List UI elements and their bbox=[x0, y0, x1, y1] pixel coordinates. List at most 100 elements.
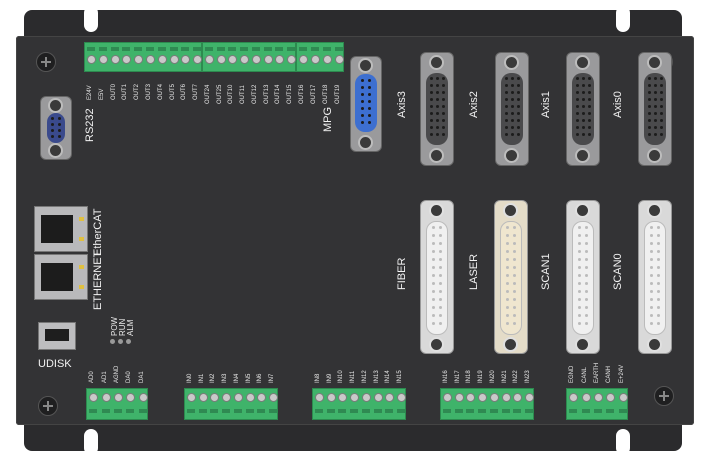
scan0-port[interactable] bbox=[638, 200, 672, 354]
terminal-screw-icon[interactable] bbox=[361, 393, 371, 402]
terminal-screw-icon[interactable] bbox=[181, 55, 191, 64]
terminal-screw-icon[interactable] bbox=[350, 393, 360, 402]
terminal-screw-icon[interactable] bbox=[326, 393, 336, 402]
terminal-screw-icon[interactable] bbox=[101, 393, 111, 402]
terminal-screw-icon[interactable] bbox=[210, 393, 220, 402]
connector-pin-icon bbox=[51, 135, 54, 138]
terminal-block-out-1[interactable] bbox=[84, 42, 203, 72]
axis0-port[interactable] bbox=[638, 52, 672, 166]
connector-pin-icon bbox=[650, 290, 653, 293]
terminal-screw-icon[interactable] bbox=[299, 55, 308, 64]
terminal-screw-icon[interactable] bbox=[169, 55, 179, 64]
terminal-screw-icon[interactable] bbox=[489, 393, 499, 402]
terminal-screw-icon[interactable] bbox=[513, 393, 523, 402]
terminal-screw-icon[interactable] bbox=[138, 393, 148, 402]
fiber-port[interactable] bbox=[420, 200, 454, 354]
terminal-screw-icon[interactable] bbox=[442, 393, 452, 402]
laser-port[interactable] bbox=[494, 200, 528, 354]
usb-port[interactable] bbox=[38, 322, 76, 350]
connector-pin-icon bbox=[439, 250, 442, 253]
connector-pin-icon bbox=[513, 274, 516, 277]
connector-pin-icon bbox=[513, 226, 516, 229]
terminal-screw-icon[interactable] bbox=[198, 393, 208, 402]
terminal-label: DA1 bbox=[138, 371, 145, 383]
terminal-screw-icon[interactable] bbox=[478, 393, 488, 402]
terminal-screw-icon[interactable] bbox=[257, 393, 267, 402]
terminal-screw-icon[interactable] bbox=[245, 393, 255, 402]
mpg-port[interactable] bbox=[350, 56, 382, 152]
connector-pin-icon bbox=[430, 84, 433, 87]
connector-pin-icon bbox=[578, 226, 581, 229]
connector-pin-icon bbox=[439, 266, 442, 269]
terminal-screw-icon[interactable] bbox=[89, 393, 99, 402]
terminal-screw-icon[interactable] bbox=[581, 393, 591, 402]
scan1-port[interactable] bbox=[566, 200, 600, 354]
connector-pin-icon bbox=[648, 84, 651, 87]
terminal-screw-icon[interactable] bbox=[233, 393, 243, 402]
terminal-screw-icon[interactable] bbox=[269, 393, 279, 402]
terminal-block-out-3[interactable] bbox=[296, 42, 344, 72]
terminal-screw-icon[interactable] bbox=[311, 55, 320, 64]
connector-pin-icon bbox=[585, 298, 588, 301]
terminal-screw-icon[interactable] bbox=[525, 393, 535, 402]
terminal-screw-icon[interactable] bbox=[157, 55, 167, 64]
terminal-screw-icon[interactable] bbox=[216, 55, 226, 64]
connector-pin-icon bbox=[432, 282, 435, 285]
terminal-screw-icon[interactable] bbox=[110, 55, 120, 64]
terminal-screw-icon[interactable] bbox=[466, 393, 476, 402]
terminal-block-analog[interactable] bbox=[86, 388, 148, 420]
terminal-block-in-2[interactable] bbox=[312, 388, 407, 420]
terminal-screw-icon[interactable] bbox=[145, 55, 155, 64]
terminal-slot bbox=[101, 409, 110, 413]
axis3-port[interactable] bbox=[420, 52, 454, 166]
terminal-screw-icon[interactable] bbox=[126, 393, 136, 402]
axis1-port[interactable] bbox=[566, 52, 600, 166]
terminal-screw-icon[interactable] bbox=[222, 393, 232, 402]
terminal-screw-icon[interactable] bbox=[501, 393, 511, 402]
terminal-screw-icon[interactable] bbox=[287, 55, 297, 64]
terminal-screw-icon[interactable] bbox=[263, 55, 273, 64]
terminal-screw-icon[interactable] bbox=[454, 393, 464, 402]
terminal-label: IN18 bbox=[466, 370, 473, 383]
terminal-screw-icon[interactable] bbox=[618, 393, 628, 402]
terminal-screw-icon[interactable] bbox=[594, 393, 603, 402]
terminal-screw-icon[interactable] bbox=[98, 55, 108, 64]
rs232-port[interactable] bbox=[40, 96, 72, 160]
ethercat-port[interactable] bbox=[34, 206, 88, 252]
connector-pin-icon bbox=[578, 314, 581, 317]
connector-pin-icon bbox=[506, 306, 509, 309]
terminal-slot bbox=[361, 409, 370, 413]
terminal-label: OUT3 bbox=[145, 83, 152, 100]
terminal-screw-icon[interactable] bbox=[86, 55, 96, 64]
terminal-screw-icon[interactable] bbox=[569, 393, 579, 402]
terminal-label: IN0 bbox=[186, 373, 193, 383]
terminal-block-in-3[interactable] bbox=[440, 388, 535, 420]
terminal-screw-icon[interactable] bbox=[373, 393, 383, 402]
terminal-block-power-can[interactable] bbox=[566, 388, 628, 420]
terminal-screw-icon[interactable] bbox=[204, 55, 214, 64]
terminal-screw-icon[interactable] bbox=[338, 393, 348, 402]
terminal-screw-icon[interactable] bbox=[186, 393, 196, 402]
terminal-screw-icon[interactable] bbox=[335, 55, 344, 64]
terminal-block-out-2[interactable] bbox=[202, 42, 297, 72]
terminal-screw-icon[interactable] bbox=[228, 55, 238, 64]
terminal-block-in-1[interactable] bbox=[184, 388, 279, 420]
terminal-screw-icon[interactable] bbox=[114, 393, 123, 402]
axis2-port[interactable] bbox=[495, 52, 529, 166]
connector-pin-icon bbox=[648, 119, 651, 122]
terminal-screw-icon[interactable] bbox=[251, 55, 261, 64]
terminal-label: IN4 bbox=[233, 373, 240, 383]
terminal-label: IN2 bbox=[210, 373, 217, 383]
terminal-screw-icon[interactable] bbox=[606, 393, 616, 402]
terminal-screw-icon[interactable] bbox=[314, 393, 324, 402]
terminal-screw-icon[interactable] bbox=[397, 393, 407, 402]
terminal-screw-icon[interactable] bbox=[122, 55, 132, 64]
terminal-screw-icon[interactable] bbox=[134, 55, 144, 64]
ethernet-port[interactable] bbox=[34, 254, 88, 300]
connector-pin-icon bbox=[657, 242, 660, 245]
terminal-screw-icon[interactable] bbox=[193, 55, 203, 64]
terminal-screw-icon[interactable] bbox=[385, 393, 395, 402]
terminal-screw-icon[interactable] bbox=[240, 55, 250, 64]
terminal-screw-icon[interactable] bbox=[323, 55, 332, 64]
terminal-screw-icon[interactable] bbox=[275, 55, 285, 64]
